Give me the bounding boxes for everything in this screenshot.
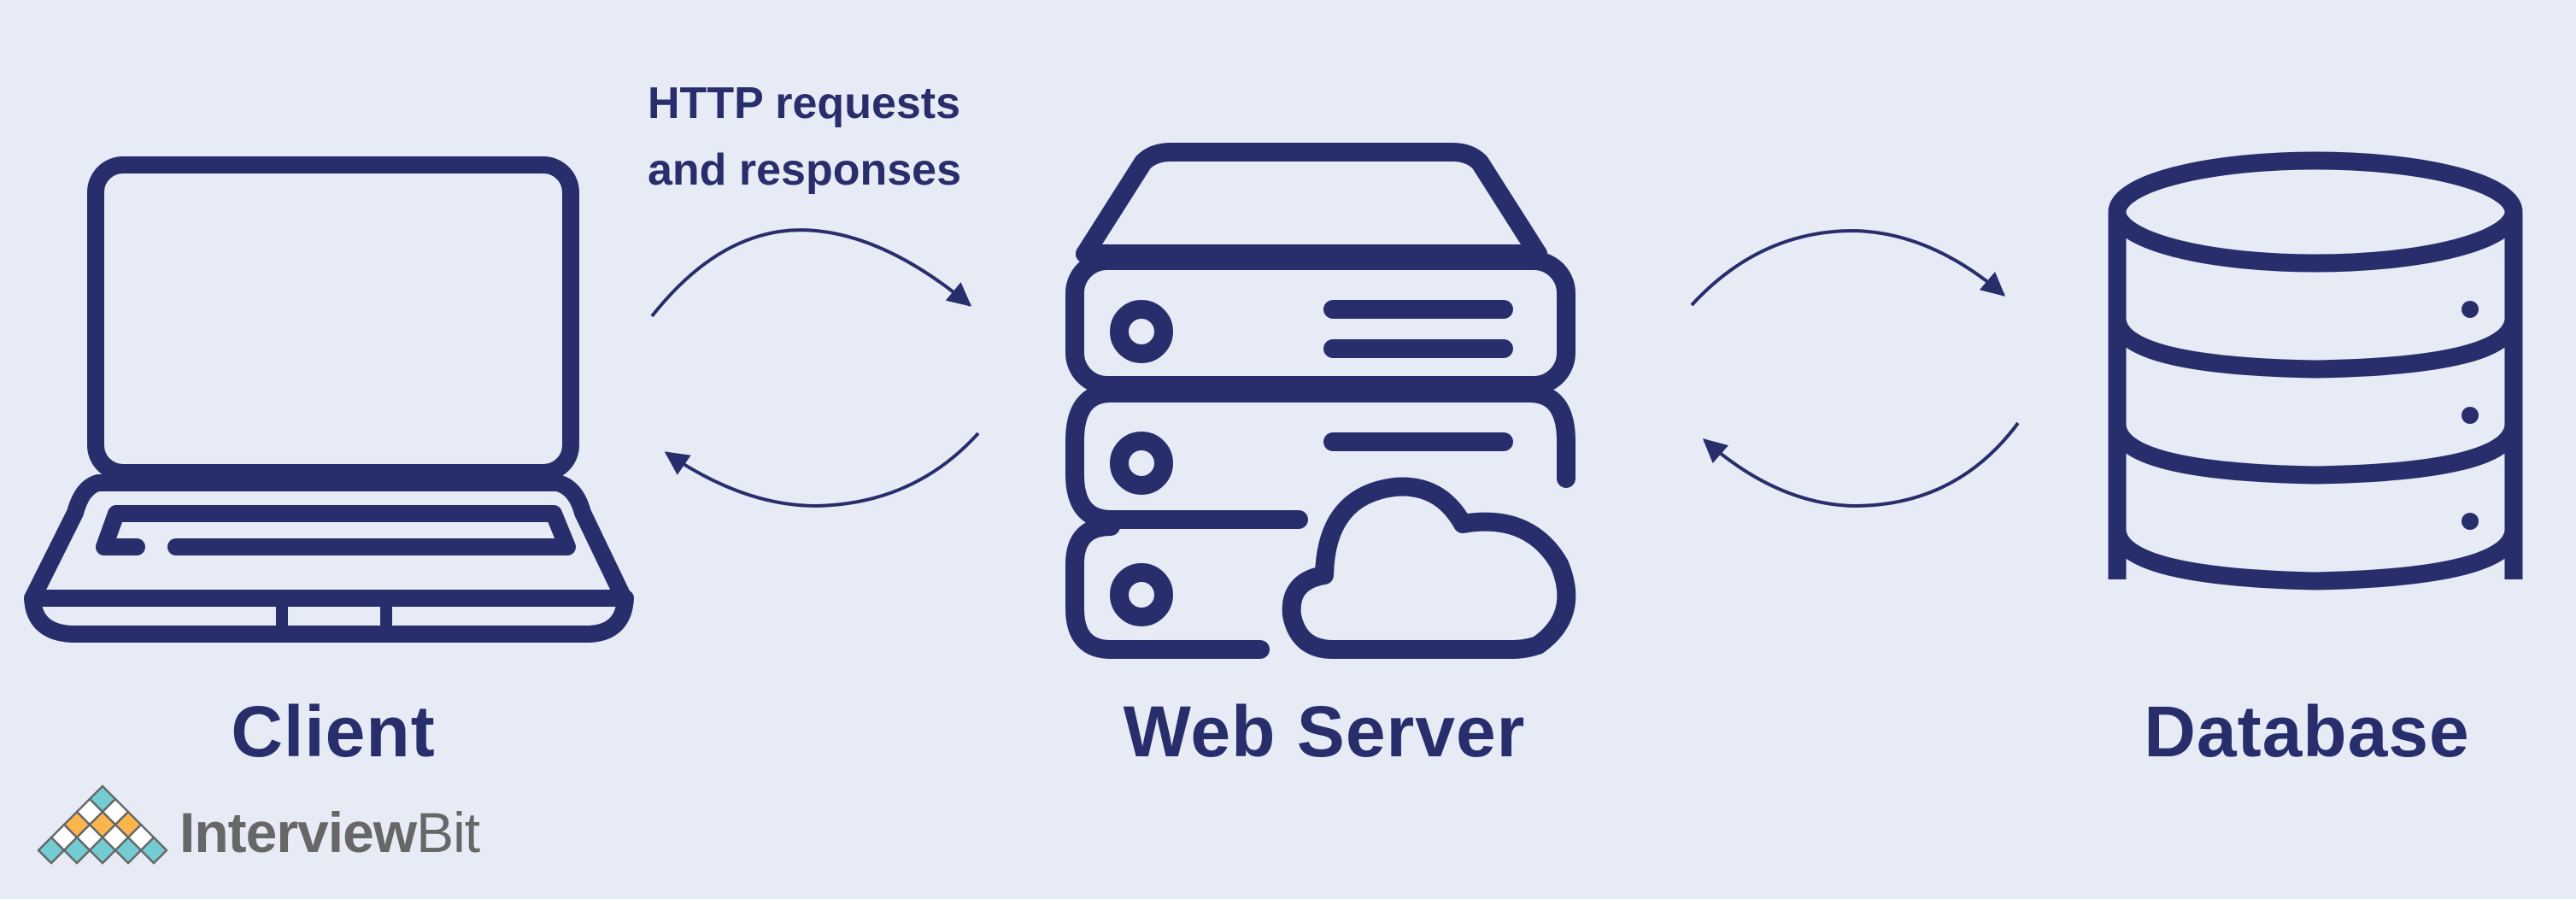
brand-part-2: Bit: [416, 801, 480, 864]
database-led-1: [2462, 301, 2479, 318]
server-rack-2: [1065, 384, 1576, 529]
brand-part-1: Interview: [179, 801, 417, 864]
laptop-keyboard: [96, 505, 576, 555]
server-led-3: [1110, 563, 1173, 626]
response-arrow-icon: [664, 432, 980, 508]
logo-diamond: [88, 836, 117, 865]
brand-wordmark: InterviewBit: [179, 800, 480, 865]
database-led-3: [2462, 513, 2479, 530]
server-cloud-icon: [1065, 143, 1576, 659]
logo-diamond: [114, 836, 143, 865]
node-label-client: Client: [231, 691, 436, 772]
database-ring-2: [2108, 423, 2523, 485]
server-led-2: [1110, 432, 1173, 495]
database-bottom: [2108, 528, 2523, 591]
server-database-arrows: [1690, 228, 2020, 508]
query-arrow-icon: [1690, 228, 2006, 307]
server-rack-3: [1065, 517, 1270, 659]
node-label-database: Database: [2144, 691, 2470, 772]
interviewbit-logo-icon: [37, 784, 168, 865]
laptop-base: [24, 590, 634, 643]
database-led-2: [2462, 407, 2479, 424]
cloud-icon: [1282, 477, 1576, 659]
http-caption: HTTP requests and responses: [648, 70, 961, 203]
laptop-icon: [24, 156, 634, 643]
server-led-1: [1110, 300, 1173, 363]
laptop-screen: [87, 156, 579, 481]
request-arrow-icon: [650, 228, 972, 318]
server-roof: [1076, 143, 1547, 263]
logo-diamond: [62, 836, 91, 865]
caption-line-2: and responses: [648, 145, 962, 195]
logo-diamond: [139, 836, 168, 865]
client-server-arrows: [650, 228, 980, 508]
database-top: [2108, 151, 2523, 273]
node-label-web-server: Web Server: [1123, 691, 1526, 772]
server-rack-1: [1065, 251, 1576, 395]
database-ring-1: [2108, 317, 2523, 379]
caption-line-1: HTTP requests: [648, 79, 961, 128]
logo-diamond: [37, 836, 66, 865]
result-arrow-icon: [1702, 421, 2020, 508]
database-icon: [2108, 151, 2523, 591]
